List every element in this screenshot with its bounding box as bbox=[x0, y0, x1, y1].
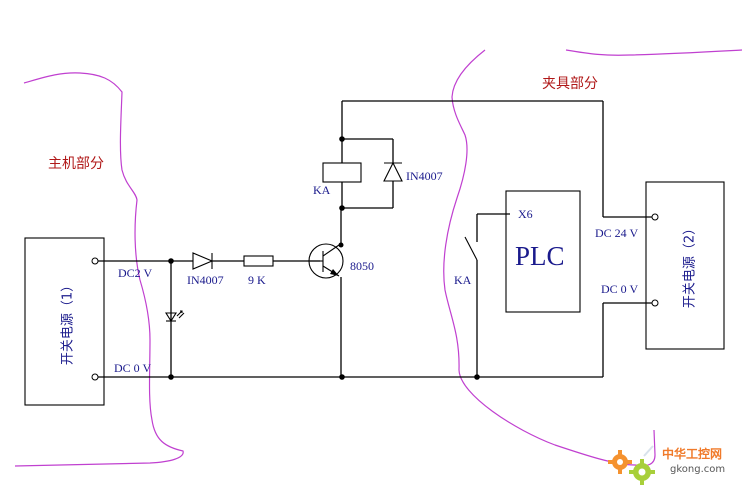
plc-box bbox=[505, 190, 581, 313]
psu1-label: 开关电源（1） bbox=[61, 279, 76, 365]
relay-contact-label: KA bbox=[454, 273, 472, 287]
flyback-diode-label: IN4007 bbox=[406, 169, 443, 183]
relay-coil-label: KA bbox=[313, 183, 331, 197]
transistor-icon bbox=[308, 243, 344, 279]
boundary-top-right bbox=[565, 49, 742, 56]
psu2-neg-terminal[interactable] bbox=[651, 299, 659, 307]
flyback-diode-icon bbox=[383, 161, 403, 182]
section-host-label: 主机部分 bbox=[48, 156, 104, 172]
section-fixture-label: 夹具部分 bbox=[542, 76, 598, 92]
junction-ground-3 bbox=[474, 374, 480, 380]
psu2-pos-terminal[interactable] bbox=[651, 213, 659, 221]
watermark-en: gkong.com bbox=[670, 464, 725, 475]
psu2-box bbox=[645, 181, 725, 350]
watermark-cn: 中华工控网 bbox=[662, 446, 722, 461]
psu1-pos-label: DC2 V bbox=[118, 266, 152, 280]
psu2-label: 开关电源（2） bbox=[683, 222, 698, 308]
resistor-label: 9 K bbox=[248, 273, 266, 287]
diode1-label: IN4007 bbox=[187, 273, 224, 287]
psu1-neg-label: DC 0 V bbox=[114, 361, 151, 375]
junction-ground-2 bbox=[339, 374, 345, 380]
psu1-pos-terminal[interactable] bbox=[91, 257, 99, 265]
psu1-box bbox=[24, 237, 105, 406]
plc-label: PLC bbox=[515, 241, 565, 271]
junction-ground-1 bbox=[168, 374, 174, 380]
psu1-neg-terminal[interactable] bbox=[91, 373, 99, 381]
gear-icon-green bbox=[629, 459, 655, 485]
relay-contact-icon bbox=[464, 236, 478, 261]
watermark-logo: 中华工控网 gkong.com bbox=[608, 445, 725, 485]
plc-input-label: X6 bbox=[518, 207, 533, 221]
psu2-pos-label: DC 24 V bbox=[595, 226, 638, 240]
transistor-label: 8050 bbox=[350, 259, 374, 273]
psu2-neg-label: DC 0 V bbox=[601, 282, 638, 296]
junction-dc2v bbox=[168, 258, 174, 264]
gear-icon-orange bbox=[608, 450, 632, 474]
led-icon bbox=[165, 310, 185, 323]
boundary-left bbox=[14, 72, 184, 467]
